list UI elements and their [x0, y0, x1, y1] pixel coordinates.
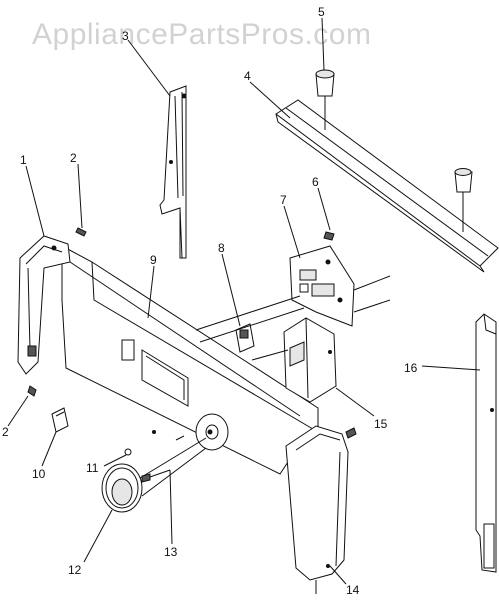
callout-1: 1 [20, 153, 27, 167]
callout-2-top: 2 [70, 151, 77, 165]
watermark: AppliancePartsPros.com [32, 18, 371, 51]
part-5-caps [315, 69, 473, 232]
part-12-knob [101, 437, 207, 513]
part-8-switch [195, 295, 305, 353]
callout-9: 9 [150, 253, 157, 267]
callout-6: 6 [312, 175, 319, 189]
part-1-left-end-cap [17, 235, 71, 375]
callout-14: 14 [346, 583, 360, 597]
callout-labels: 1 2 2 3 4 5 6 7 8 9 10 11 12 13 14 15 16 [2, 5, 418, 597]
callout-7: 7 [280, 193, 287, 207]
part-2-screws [27, 227, 87, 397]
callout-15: 15 [374, 417, 388, 431]
callout-11: 11 [86, 461, 99, 475]
callout-2-bottom: 2 [2, 425, 9, 439]
callout-13: 13 [164, 545, 178, 559]
callout-16: 16 [404, 361, 418, 375]
callout-3: 3 [122, 29, 129, 43]
part-7-switch-module [289, 245, 391, 327]
part-3-bracket [159, 85, 187, 259]
callout-4: 4 [244, 69, 251, 83]
part-10-clip [51, 407, 69, 433]
part-4-rail [275, 99, 499, 273]
callout-10: 10 [32, 467, 46, 481]
part-14-right-end-cap [285, 425, 357, 594]
part-11-pin [124, 448, 132, 456]
part-15-control-assembly [251, 317, 337, 403]
callout-8: 8 [218, 241, 225, 255]
part-6-screw [323, 231, 335, 241]
callout-12: 12 [68, 563, 82, 577]
part-13-screw [141, 435, 185, 483]
part-9-backguard-panel [61, 245, 319, 475]
part-16-side-bracket [475, 313, 497, 573]
callout-5: 5 [318, 5, 325, 19]
leader-lines [7, 17, 481, 585]
